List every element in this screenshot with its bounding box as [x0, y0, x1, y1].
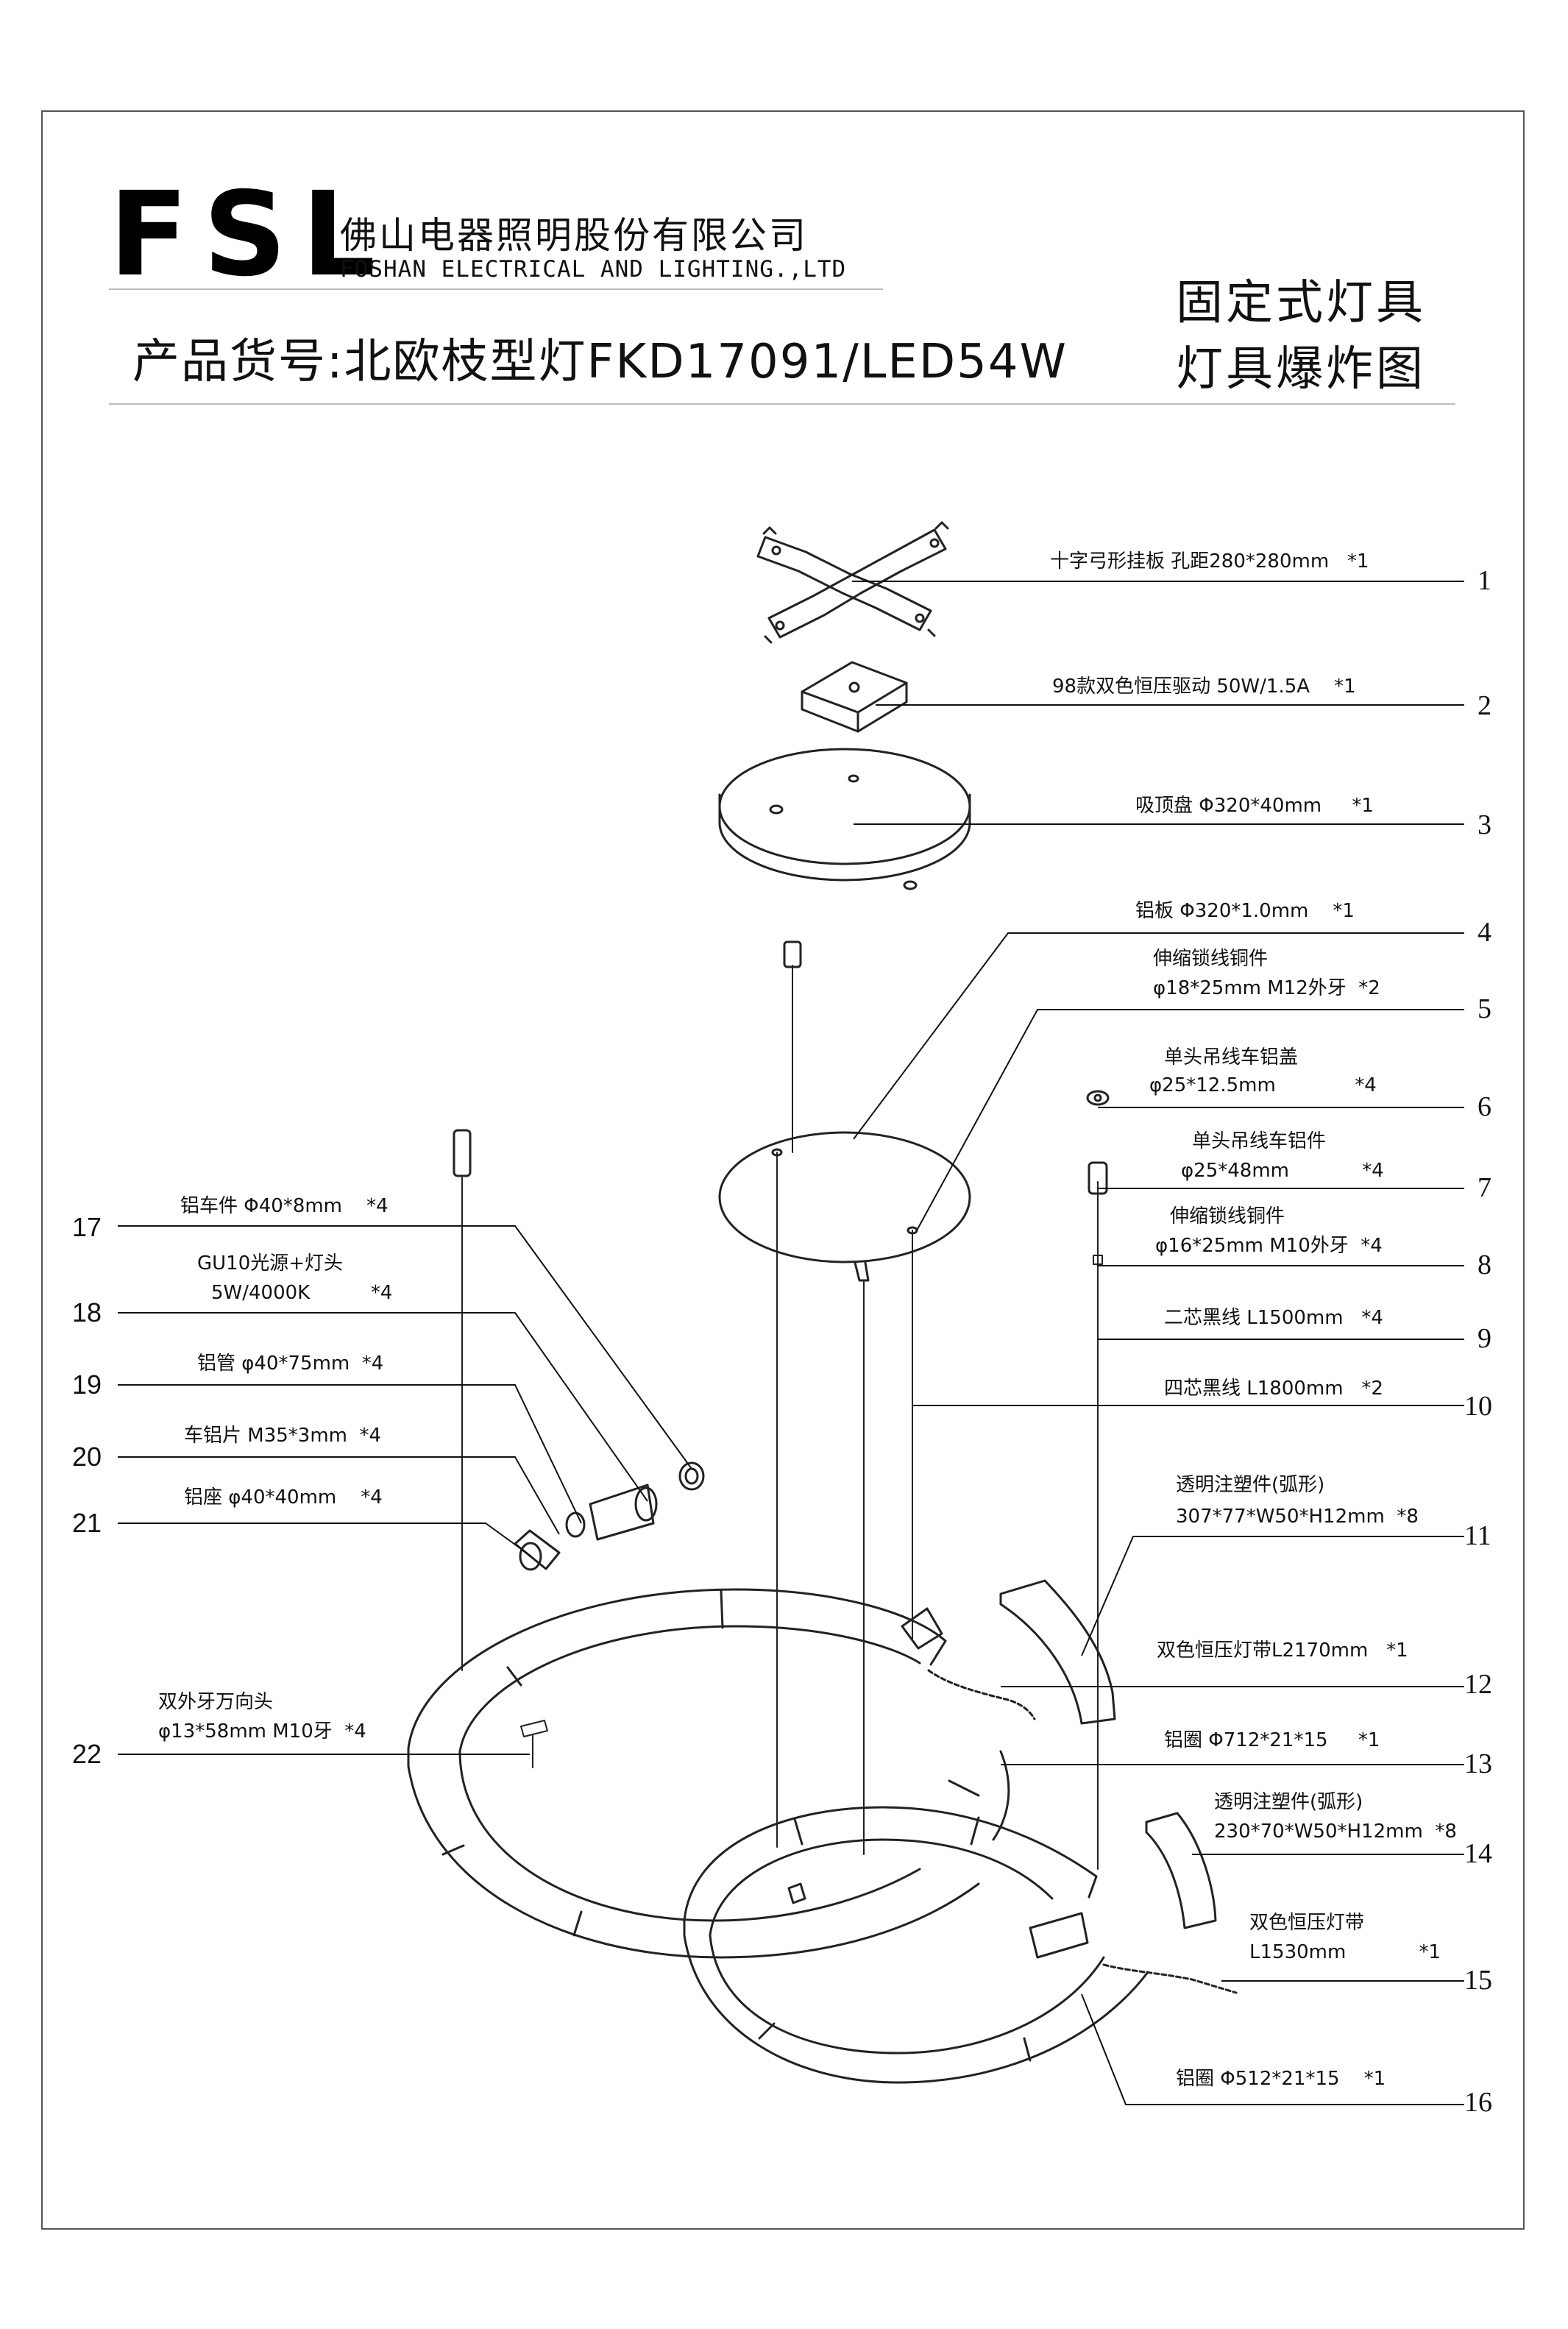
part-label-8b: φ16*25mm M10外牙 *4: [1155, 1235, 1383, 1257]
part-label-22b: φ13*58mm M10牙 *4: [158, 1720, 366, 1743]
plastic-arc-large: [999, 1579, 1116, 1725]
part-number-9: 9: [1477, 1323, 1491, 1354]
ceiling-canopy: [718, 748, 971, 890]
part-label-6b: φ25*12.5mm *4: [1149, 1074, 1377, 1096]
part-number-16: 16: [1464, 2087, 1492, 2118]
product-divider: [109, 403, 1455, 405]
document-type: 固定式灯具: [1176, 276, 1426, 330]
part-number-3: 3: [1477, 809, 1491, 840]
spotlight-assemblies: [514, 1461, 1089, 1959]
part-label-14b: 230*70*W50*H12mm *8: [1214, 1821, 1457, 1843]
part-label-1: 十字弓形挂板 孔距280*280mm *1: [1050, 550, 1369, 572]
document-subtitle: 灯具爆炸图: [1176, 342, 1426, 397]
part-label-13: 铝圈 Φ712*21*15 *1: [1164, 1729, 1380, 1751]
part-number-7: 7: [1477, 1172, 1491, 1203]
part-number-6: 6: [1477, 1091, 1491, 1122]
part-label-14a: 透明注塑件(弧形): [1214, 1791, 1363, 1813]
aluminium-plate: [718, 1131, 971, 1282]
part-number-8: 8: [1477, 1249, 1491, 1280]
part-label-10: 四芯黑线 L1800mm *2: [1164, 1378, 1383, 1400]
small-ring: [683, 1806, 1149, 2084]
led-strip-large: [927, 1669, 1036, 1720]
part-number-21: 21: [72, 1508, 102, 1538]
part-number-2: 2: [1477, 690, 1491, 721]
part-label-20: 车铝片 M35*3mm *4: [184, 1425, 382, 1447]
part-label-8a: 伸缩锁线铜件: [1170, 1205, 1285, 1227]
part-label-5b: φ18*25mm M12外牙 *2: [1153, 977, 1380, 999]
part-label-7a: 单头吊线车铝件: [1192, 1130, 1327, 1152]
drawing-frame: [41, 110, 1525, 2230]
part-number-18: 18: [72, 1297, 102, 1327]
part-label-5a: 伸缩锁线铜件: [1153, 948, 1269, 970]
part-label-11a: 透明注塑件(弧形): [1176, 1474, 1325, 1496]
part-label-12: 双色恒压灯带L2170mm *1: [1157, 1639, 1408, 1662]
cross-bracket: [756, 521, 949, 644]
part-number-10: 10: [1464, 1391, 1492, 1422]
part-label-21: 铝座 φ40*40mm *4: [184, 1486, 383, 1509]
part-number-12: 12: [1464, 1669, 1492, 1700]
part-label-22a: 双外牙万向头: [158, 1691, 274, 1713]
part-label-18b: 5W/4000K *4: [211, 1282, 393, 1304]
part-number-15: 15: [1464, 1965, 1492, 1996]
product-code: 产品货号:北欧枝型灯FKD17091/LED54W: [132, 335, 1068, 389]
header-divider: [109, 288, 883, 290]
part-label-2: 98款双色恒压驱动 50W/1.5A *1: [1052, 676, 1356, 698]
company-name-en: FOSHAN ELECTRICAL AND LIGHTING.,LTD: [340, 256, 847, 283]
fsl-logo: FSL: [109, 167, 391, 302]
part-number-20: 20: [72, 1442, 102, 1472]
company-name-cn: 佛山电器照明股份有限公司: [340, 214, 808, 257]
part-number-14: 14: [1464, 1838, 1492, 1869]
part-label-15b: L1530mm *1: [1249, 1941, 1441, 1963]
part-label-17: 铝车件 Φ40*8mm *4: [180, 1195, 389, 1217]
part-label-15a: 双色恒压灯带: [1249, 1912, 1365, 1934]
part-label-9: 二芯黑线 L1500mm *4: [1164, 1307, 1383, 1329]
part-label-11b: 307*77*W50*H12mm *8: [1176, 1506, 1419, 1528]
part-number-22: 22: [72, 1739, 102, 1769]
part-label-6a: 单头吊线车铝盖: [1164, 1046, 1299, 1068]
part-label-19: 铝管 φ40*75mm *4: [197, 1353, 384, 1375]
part-number-5: 5: [1477, 993, 1491, 1024]
part-label-3: 吸顶盘 Φ320*40mm *1: [1135, 795, 1374, 817]
part-number-4: 4: [1477, 917, 1491, 948]
part-label-18a: GU10光源+灯头: [197, 1252, 344, 1275]
part-number-1: 1: [1477, 565, 1491, 596]
large-ring: [407, 1588, 1010, 1959]
part-label-16: 铝圈 Φ512*21*15 *1: [1176, 2068, 1386, 2090]
part-number-17: 17: [72, 1212, 102, 1242]
part-number-19: 19: [72, 1369, 102, 1400]
part-label-4: 铝板 Φ320*1.0mm *1: [1135, 900, 1355, 922]
driver-box: [801, 661, 908, 733]
plastic-arc-small: [1145, 1812, 1217, 1929]
part-number-13: 13: [1464, 1748, 1492, 1779]
part-number-11: 11: [1464, 1520, 1491, 1551]
part-label-7b: φ25*48mm *4: [1181, 1160, 1384, 1182]
led-strip-small: [1102, 1963, 1238, 1994]
